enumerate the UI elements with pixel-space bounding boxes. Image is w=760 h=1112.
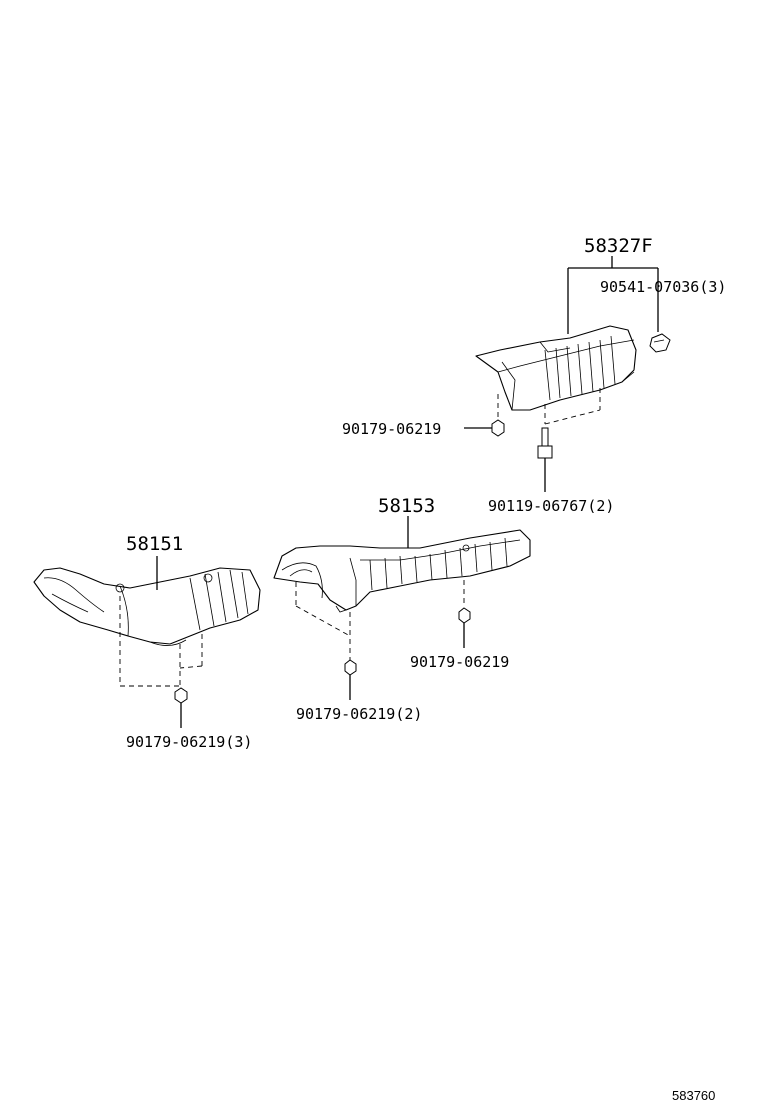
heat-shield-58153: [273, 529, 531, 613]
label-90179-x3: 90179-06219(3): [126, 733, 252, 751]
heat-shield-58151: [33, 567, 261, 646]
bracket-58327f: [567, 256, 659, 334]
diagram-reference-number: 583760: [672, 1088, 715, 1103]
nut-90179-x3: [174, 687, 188, 728]
label-58153: 58153: [378, 495, 435, 517]
label-90179-top: 90179-06219: [342, 420, 441, 438]
heat-shield-58327f: [475, 325, 637, 411]
label-90541: 90541-07036(3): [600, 278, 726, 296]
nut-90179-x2: [344, 659, 357, 700]
label-90119: 90119-06767(2): [488, 497, 614, 515]
bolt-90119: [537, 388, 601, 492]
guides-58151: [119, 596, 203, 687]
guides-58153: [295, 580, 465, 660]
label-90179-mid: 90179-06219: [410, 653, 509, 671]
clip-90541: [649, 333, 671, 353]
nut-90179-top: [464, 394, 505, 437]
nut-90179-mid: [458, 607, 471, 648]
label-58327f: 58327F: [584, 235, 653, 257]
label-90179-x2: 90179-06219(2): [296, 705, 422, 723]
label-58151: 58151: [126, 533, 183, 555]
